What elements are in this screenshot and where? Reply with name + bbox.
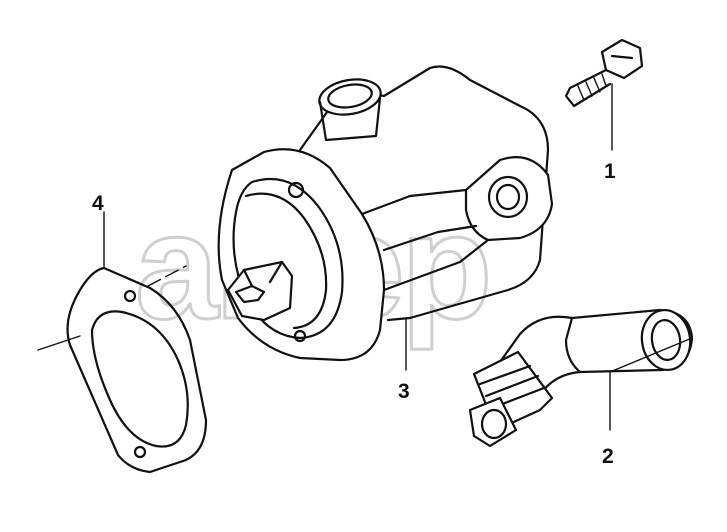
gasket-part <box>37 211 208 474</box>
pump-body-part <box>217 65 554 371</box>
bolt-part <box>564 38 644 151</box>
callout-1: 1 <box>604 160 616 183</box>
callout-3: 3 <box>398 380 410 403</box>
callout-2: 2 <box>602 445 614 468</box>
callout-4: 4 <box>92 192 104 215</box>
elbow-fitting-part <box>468 308 694 448</box>
